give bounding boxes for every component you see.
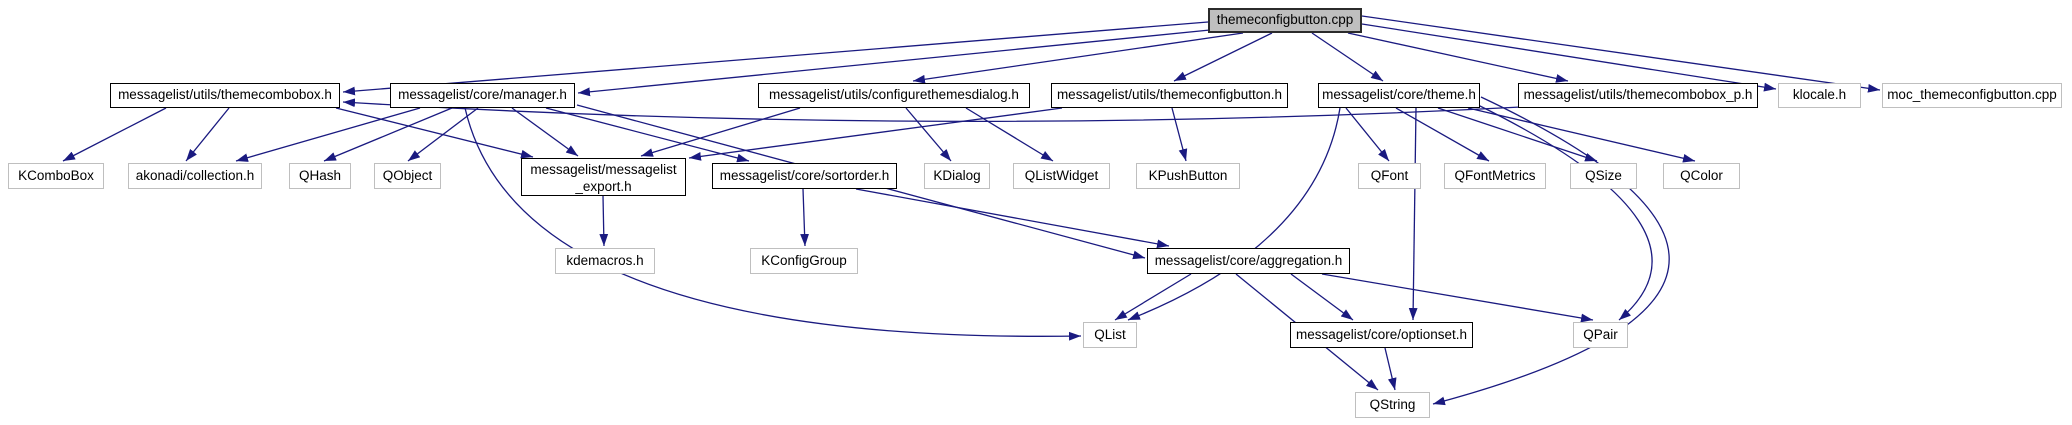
graph-node-sortorder[interactable]: messagelist/core/sortorder.h xyxy=(712,163,897,189)
edge-theme-to-qcolor xyxy=(1467,107,1696,163)
edge-manager-to-qobject xyxy=(407,107,479,162)
edge-themecombobox-to-export xyxy=(335,107,534,159)
edge-configdialog-to-qlistwidget xyxy=(965,107,1054,162)
edge-cpp-to-configdialog xyxy=(912,32,1244,84)
edge-aggregation-to-optionset xyxy=(1290,273,1354,321)
graph-node-cpp: themeconfigbutton.cpp xyxy=(1208,8,1362,33)
edge-theme-to-qpair xyxy=(1477,104,1653,321)
graph-node-qobject: QObject xyxy=(374,163,441,189)
edge-manager-to-qhash xyxy=(323,107,453,162)
graph-node-qfont: QFont xyxy=(1358,163,1421,189)
edge-cpp-to-klocale xyxy=(1361,23,1777,92)
graph-node-qcolor: QColor xyxy=(1663,163,1740,189)
edge-manager-to-export xyxy=(511,107,579,157)
graph-node-aggregation[interactable]: messagelist/core/aggregation.h xyxy=(1147,248,1350,274)
edge-theme-to-qfont xyxy=(1345,107,1390,162)
graph-node-kcombobox: KComboBox xyxy=(8,163,104,189)
graph-node-kconfiggroup: KConfigGroup xyxy=(750,248,858,274)
edge-theme-to-qsize xyxy=(1437,107,1598,162)
edge-theme-to-optionset xyxy=(1408,107,1418,321)
graph-node-qlistwidget: QListWidget xyxy=(1013,163,1110,189)
graph-node-collection: akonadi/collection.h xyxy=(128,163,262,189)
edge-aggregation-to-qpair xyxy=(1321,273,1594,323)
graph-node-manager[interactable]: messagelist/core/manager.h xyxy=(390,83,575,108)
graph-node-qsize: QSize xyxy=(1570,163,1637,189)
graph-node-kdialog: KDialog xyxy=(924,163,990,189)
edge-manager-to-sortorder xyxy=(545,107,750,163)
edge-configdialog-to-export xyxy=(640,107,801,157)
edge-themecombobox-to-kcombobox xyxy=(62,107,167,162)
edge-manager-to-qlist xyxy=(464,107,1082,341)
edge-configbutton-to-export xyxy=(688,107,1063,161)
edge-configdialog-to-kdialog xyxy=(905,107,952,162)
graph-node-themecombobox[interactable]: messagelist/utils/themecombobox.h xyxy=(110,83,340,108)
edge-cpp-to-moc xyxy=(1361,15,1881,93)
edge-cpp-to-manager xyxy=(577,29,1211,97)
edge-themecombobox-to-collection xyxy=(185,107,230,162)
edge-manager-to-collection xyxy=(235,107,421,162)
graph-node-optionset[interactable]: messagelist/core/optionset.h xyxy=(1290,322,1473,348)
graph-node-qstring: QString xyxy=(1355,392,1430,418)
graph-node-themecombobox_p[interactable]: messagelist/utils/themecombobox_p.h xyxy=(1518,83,1758,108)
graph-node-configdialog[interactable]: messagelist/utils/configurethemesdialog.… xyxy=(758,83,1030,108)
graph-node-qpair: QPair xyxy=(1573,322,1628,348)
edge-optionset-to-qstring xyxy=(1384,347,1397,391)
edge-sortorder-to-kconfiggroup xyxy=(800,188,809,247)
graph-node-qlist: QList xyxy=(1083,322,1137,348)
graph-node-qhash: QHash xyxy=(289,163,351,189)
edge-cpp-to-themecombobox_p xyxy=(1347,32,1569,83)
edge-themecombobox_p-to-themecombobox xyxy=(342,98,1522,122)
graph-node-kpushbutton: KPushButton xyxy=(1136,163,1240,189)
graph-node-theme[interactable]: messagelist/core/theme.h xyxy=(1318,83,1480,108)
edge-aggregation-to-qlist xyxy=(1114,273,1192,321)
edge-cpp-to-themecombobox xyxy=(342,21,1209,96)
edge-export-to-kdemacros xyxy=(599,195,609,247)
edge-sortorder-to-aggregation xyxy=(855,188,1170,249)
graph-node-export[interactable]: messagelist/messagelist_export.h xyxy=(521,158,686,196)
graph-node-kdemacros: kdemacros.h xyxy=(555,248,655,274)
edge-theme-to-qfontmetrics xyxy=(1395,107,1490,162)
edge-configbutton-to-kpushbutton xyxy=(1171,107,1188,162)
graph-node-moc: moc_themeconfigbutton.cpp xyxy=(1882,83,2062,108)
edge-cpp-to-configbutton xyxy=(1173,32,1273,82)
graph-node-qfontmetrics: QFontMetrics xyxy=(1444,163,1546,189)
edge-theme-to-qlist xyxy=(1127,107,1341,321)
graph-node-klocale: klocale.h xyxy=(1778,83,1861,108)
edge-theme-to-qstring xyxy=(1432,96,1670,406)
graph-node-configbutton[interactable]: messagelist/utils/themeconfigbutton.h xyxy=(1051,83,1288,108)
edge-cpp-to-theme xyxy=(1311,32,1384,82)
